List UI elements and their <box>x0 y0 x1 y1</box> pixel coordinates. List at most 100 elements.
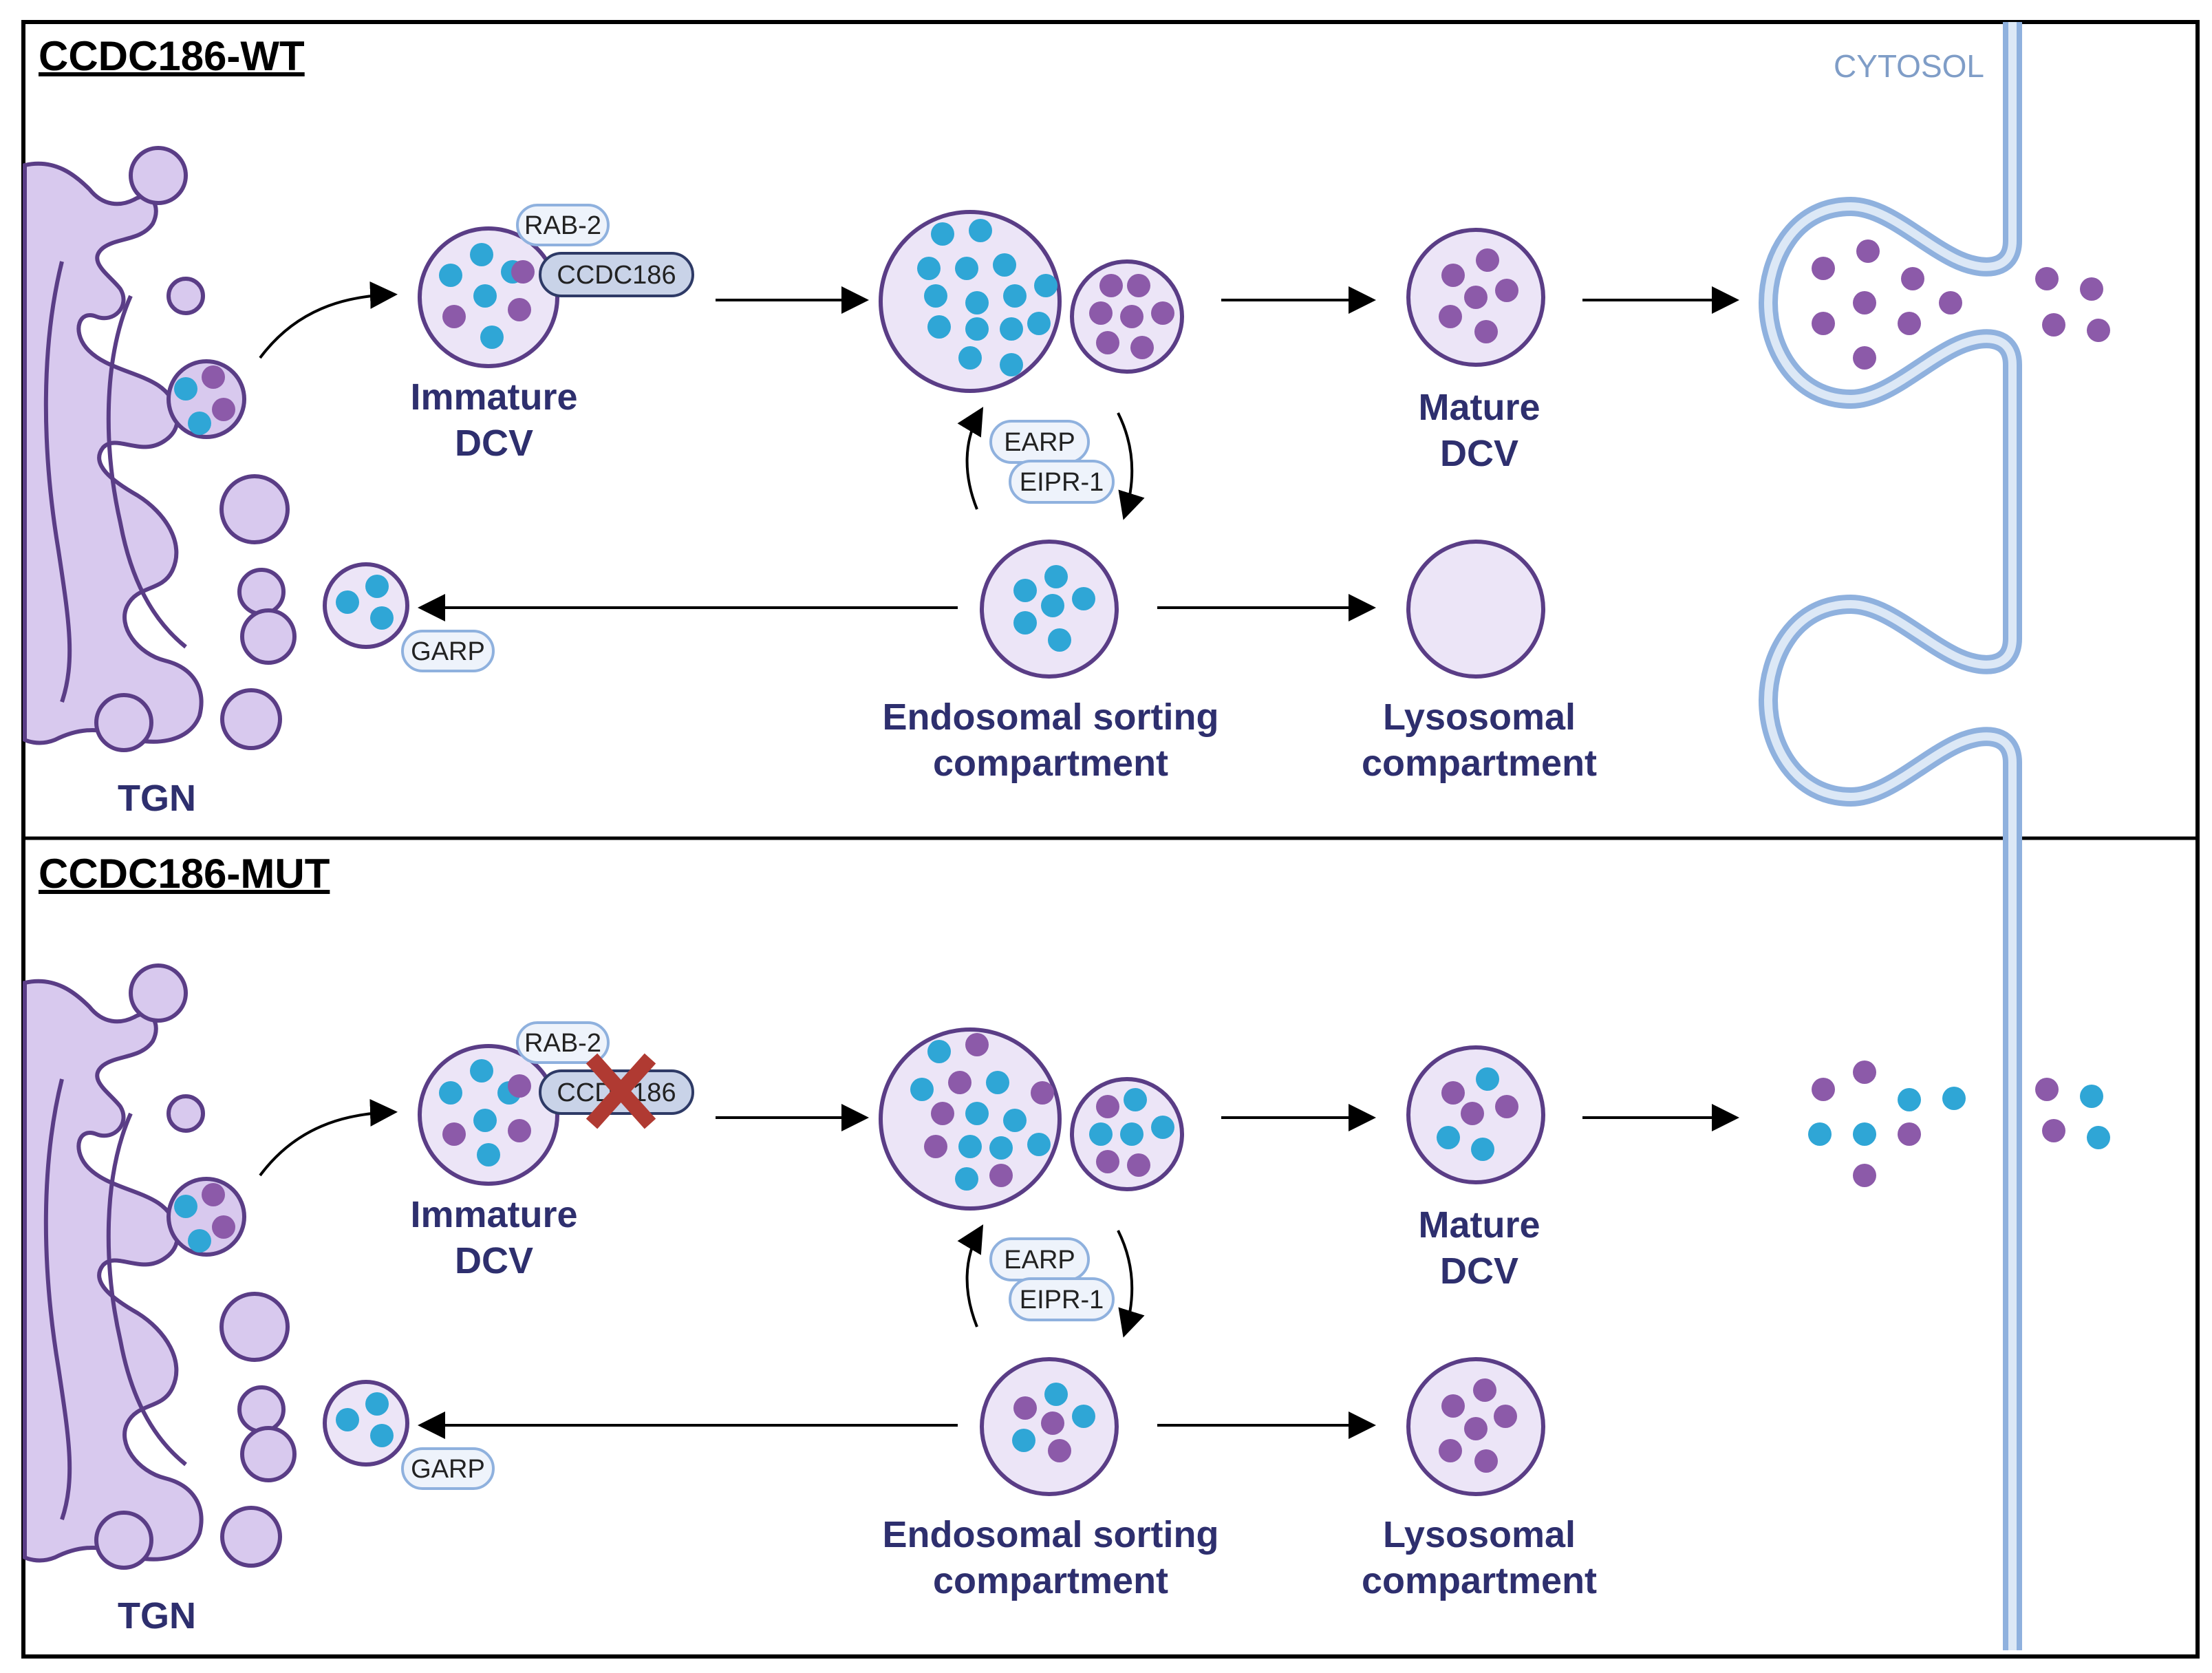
cargo-dot <box>174 377 197 401</box>
garp-protein-shape <box>401 630 495 672</box>
tgn-inner-cisterna-2 <box>106 295 187 649</box>
cargo-dot <box>1942 1087 1966 1110</box>
earp-protein-label: EARP <box>1004 1246 1075 1275</box>
cargo-dot <box>1476 248 1499 272</box>
cargo-dot <box>965 291 989 315</box>
endosomal-sorting-compartment <box>980 540 1119 679</box>
immature-dcv <box>418 1044 559 1186</box>
cargo-dot <box>473 1109 497 1132</box>
cargo-dot <box>1089 301 1113 325</box>
cargo-dot <box>986 1071 1009 1094</box>
tgn-bud-vesicle <box>129 146 188 205</box>
rab2-protein-shape <box>516 1021 610 1064</box>
cargo-dot <box>470 243 493 266</box>
retrograde-vesicle <box>323 1380 409 1467</box>
cargo-dot <box>1013 611 1037 635</box>
cargo-dot <box>931 1102 954 1125</box>
arrow-tgn-to-immature <box>259 1098 398 1177</box>
mature-label-line1: Mature <box>1418 387 1540 428</box>
cargo-dot <box>955 1167 978 1191</box>
cargo-dot <box>1474 1449 1498 1473</box>
cargo-dot <box>212 398 235 421</box>
cargo-dot <box>910 1078 934 1101</box>
tgn-bud-vesicle <box>237 1385 286 1434</box>
mature-dcv <box>1406 1045 1545 1184</box>
cargo-dot <box>1003 1109 1027 1132</box>
cargo-dot <box>1130 336 1154 359</box>
cargo-dot <box>365 575 389 598</box>
mature-label-line1: Mature <box>1418 1204 1540 1246</box>
cargo-dot <box>480 326 504 349</box>
cargo-dot <box>202 1183 225 1206</box>
cargo-dot <box>1041 1411 1064 1435</box>
exocytosis-cargo <box>1812 239 2110 370</box>
cargo-dot <box>1812 312 1835 335</box>
cargo-dot <box>511 260 535 284</box>
cargo-dot <box>473 284 497 308</box>
eipr1-protein-label: EIPR-1 <box>1020 1286 1104 1314</box>
tgn-inner-cisterna-2 <box>106 1112 187 1467</box>
cargo-dot <box>439 264 462 287</box>
rab2-protein-label: RAB-2 <box>524 1029 601 1058</box>
cargo-dot <box>927 315 951 339</box>
cargo-dot <box>1441 1081 1465 1105</box>
rab2-protein: RAB-2 <box>516 1021 610 1064</box>
cargo-dot <box>1808 1122 1832 1146</box>
cargo-dot <box>1476 1067 1499 1091</box>
cargo-dot <box>1072 587 1095 610</box>
ccdc186-protein-label: CCDC186 <box>557 261 676 290</box>
immature-label-line1: Immature <box>410 1194 577 1235</box>
tgn-inner-cisterna-1 <box>43 1078 72 1520</box>
exocytosis-cargo <box>1808 1061 2110 1187</box>
tgn-golgi <box>23 146 297 752</box>
cargo-dot <box>2080 277 2103 301</box>
cargo-dot <box>1853 1061 1876 1084</box>
endosomal-label-line1: Endosomal sorting <box>882 1514 1218 1555</box>
cargo-dot <box>924 284 947 308</box>
knockout-x-stroke-2 <box>586 1053 656 1129</box>
endosomal-sorting-compartment <box>980 1357 1119 1496</box>
cargo-dot <box>1013 1396 1037 1420</box>
rab2-protein-label: RAB-2 <box>524 211 601 240</box>
cargo-dot <box>965 1033 989 1056</box>
eipr1-protein-shape <box>1009 460 1115 504</box>
endosomal-label-line2: compartment <box>933 743 1168 784</box>
lysosomal-label-line2: compartment <box>1362 1560 1597 1601</box>
immature-label-line2: DCV <box>455 1240 533 1281</box>
tgn-bud-vesicle <box>237 568 286 616</box>
cargo-dot <box>188 412 211 435</box>
cargo-dot <box>917 257 941 280</box>
cargo-dot <box>2087 1126 2110 1149</box>
arrow-fusion-to-endosome <box>1117 1230 1145 1338</box>
garp-protein: GARP <box>401 630 495 672</box>
tgn-bud-vesicle <box>240 608 297 665</box>
immature-label-line2: DCV <box>455 423 533 464</box>
eipr1-protein-label: EIPR-1 <box>1020 468 1104 497</box>
plasma-membrane <box>1759 22 2022 1650</box>
arrow-endosome-to-fusion <box>957 407 984 510</box>
cargo-dot <box>439 1081 462 1105</box>
cargo-dot <box>1495 279 1518 302</box>
earp-protein-label: EARP <box>1004 428 1075 457</box>
garp-protein-label: GARP <box>411 1455 485 1484</box>
cargo-dot <box>1439 1439 1462 1462</box>
cargo-dot <box>2035 267 2059 290</box>
cargo-dot <box>1441 1394 1465 1418</box>
arrow-endosome-to-fusion <box>957 1224 984 1328</box>
cargo-dot <box>2035 1078 2059 1101</box>
mature-dcv <box>1406 228 1545 367</box>
endosomal-label-line1: Endosomal sorting <box>882 696 1218 738</box>
cargo-dot <box>365 1392 389 1416</box>
cargo-dot <box>1120 1122 1143 1146</box>
earp-protein: EARP <box>989 420 1090 464</box>
cargo-dot <box>993 253 1016 277</box>
cargo-dot <box>1041 594 1064 617</box>
cargo-dot <box>1099 274 1123 297</box>
cargo-dot <box>212 1215 235 1239</box>
cargo-dot <box>188 1229 211 1253</box>
cargo-dot <box>958 1135 982 1158</box>
ccdc186-protein-shape <box>539 252 694 297</box>
fusing-compartments <box>879 210 1184 393</box>
earp-protein: EARP <box>989 1237 1090 1281</box>
